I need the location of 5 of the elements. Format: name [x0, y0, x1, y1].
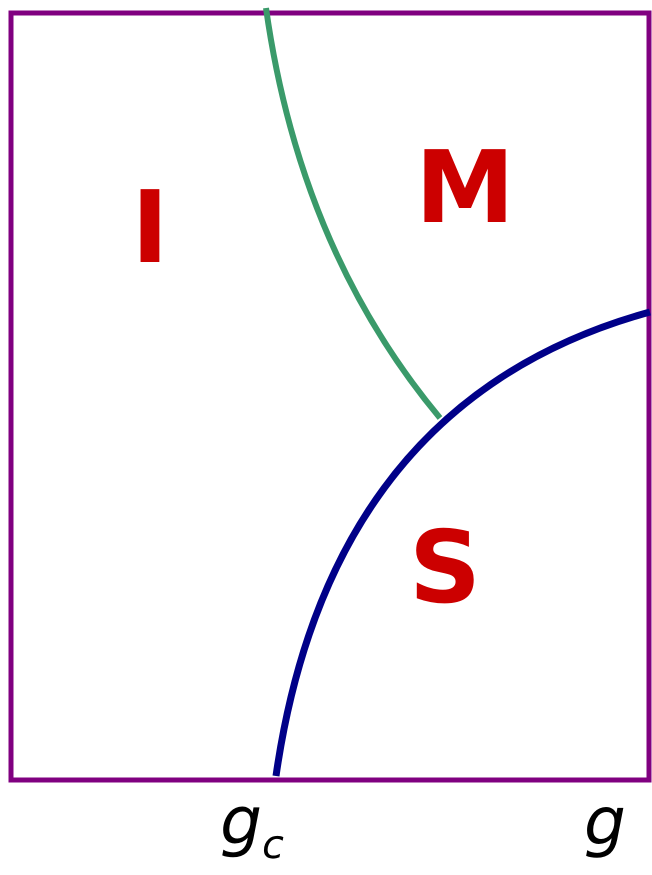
- region-label: M: [415, 138, 515, 238]
- axis-label: g$_{c}$: [220, 784, 284, 868]
- axis-label: g: [584, 784, 626, 860]
- region-label: I: [131, 178, 169, 278]
- region-label: S: [408, 518, 482, 618]
